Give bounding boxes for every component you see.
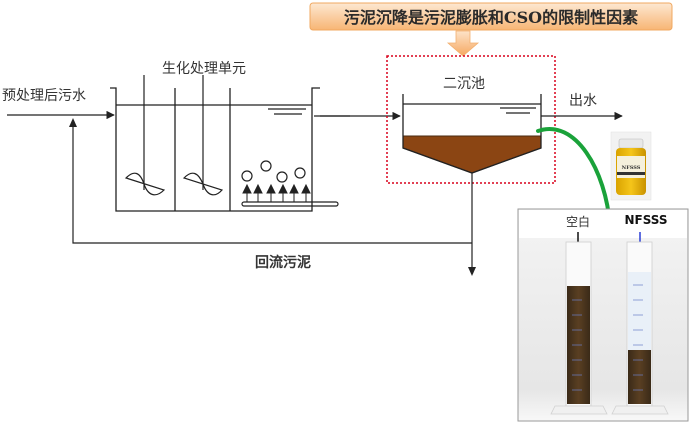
nfsss-label: NFSSS bbox=[624, 213, 667, 227]
waste-sludge-arrowhead-icon bbox=[468, 267, 476, 276]
settling-test-photo: 空白 NFSSS bbox=[517, 208, 689, 422]
return-sludge-arrowhead-icon bbox=[69, 118, 77, 127]
callout: 污泥沉降是污泥膨胀和CSO的限制性因素 bbox=[309, 2, 673, 57]
mixer-2 bbox=[182, 75, 224, 196]
secondary-clarifier bbox=[402, 94, 542, 174]
nfsss-sludge-column bbox=[628, 350, 651, 404]
air-bubble-icon bbox=[241, 170, 253, 182]
clarifier-highlight-box bbox=[386, 55, 556, 184]
bottle-cap bbox=[618, 138, 644, 149]
nfsss-cylinder bbox=[611, 241, 669, 415]
mixer-blade-icon bbox=[182, 172, 224, 196]
biological-tank bbox=[110, 87, 350, 212]
blank-label: 空白 bbox=[566, 214, 590, 229]
influent-label: 预处理后污水 bbox=[2, 88, 86, 104]
photo-frame bbox=[517, 208, 689, 422]
biological-unit-label: 生化处理单元 bbox=[162, 61, 246, 77]
air-bubble-icon bbox=[276, 171, 288, 183]
air-diffuser-pipe bbox=[241, 201, 339, 207]
callout-down-arrow-icon bbox=[446, 30, 480, 57]
bottle-label-text: NFSSS bbox=[622, 165, 641, 171]
aeration-system bbox=[241, 160, 339, 207]
tank-walls bbox=[110, 87, 320, 212]
clarifier-label: 二沉池 bbox=[443, 76, 485, 92]
nfsss-bottle-photo: NFSSS bbox=[610, 131, 652, 201]
graduation-marks bbox=[572, 284, 643, 391]
cylinder-base bbox=[550, 405, 608, 415]
callout-text: 污泥沉降是污泥膨胀和CSO的限制性因素 bbox=[344, 8, 638, 27]
return-sludge-loop bbox=[72, 124, 473, 268]
nfsss-supernatant bbox=[628, 272, 651, 350]
blank-cylinder bbox=[550, 241, 608, 415]
effluent-label: 出水 bbox=[569, 93, 597, 109]
air-bubble-icon bbox=[294, 167, 306, 179]
return-sludge-line bbox=[72, 124, 472, 244]
green-curved-arrow bbox=[536, 127, 612, 228]
air-diffuser-arrows bbox=[242, 183, 311, 202]
mixer-1 bbox=[124, 75, 166, 196]
return-sludge-label: 回流污泥 bbox=[255, 254, 311, 271]
air-bubble-icon bbox=[260, 160, 272, 172]
cylinder-base bbox=[611, 405, 669, 415]
settled-sludge bbox=[402, 135, 542, 174]
callout-box bbox=[309, 2, 673, 31]
mixer-blade-icon bbox=[124, 172, 166, 196]
